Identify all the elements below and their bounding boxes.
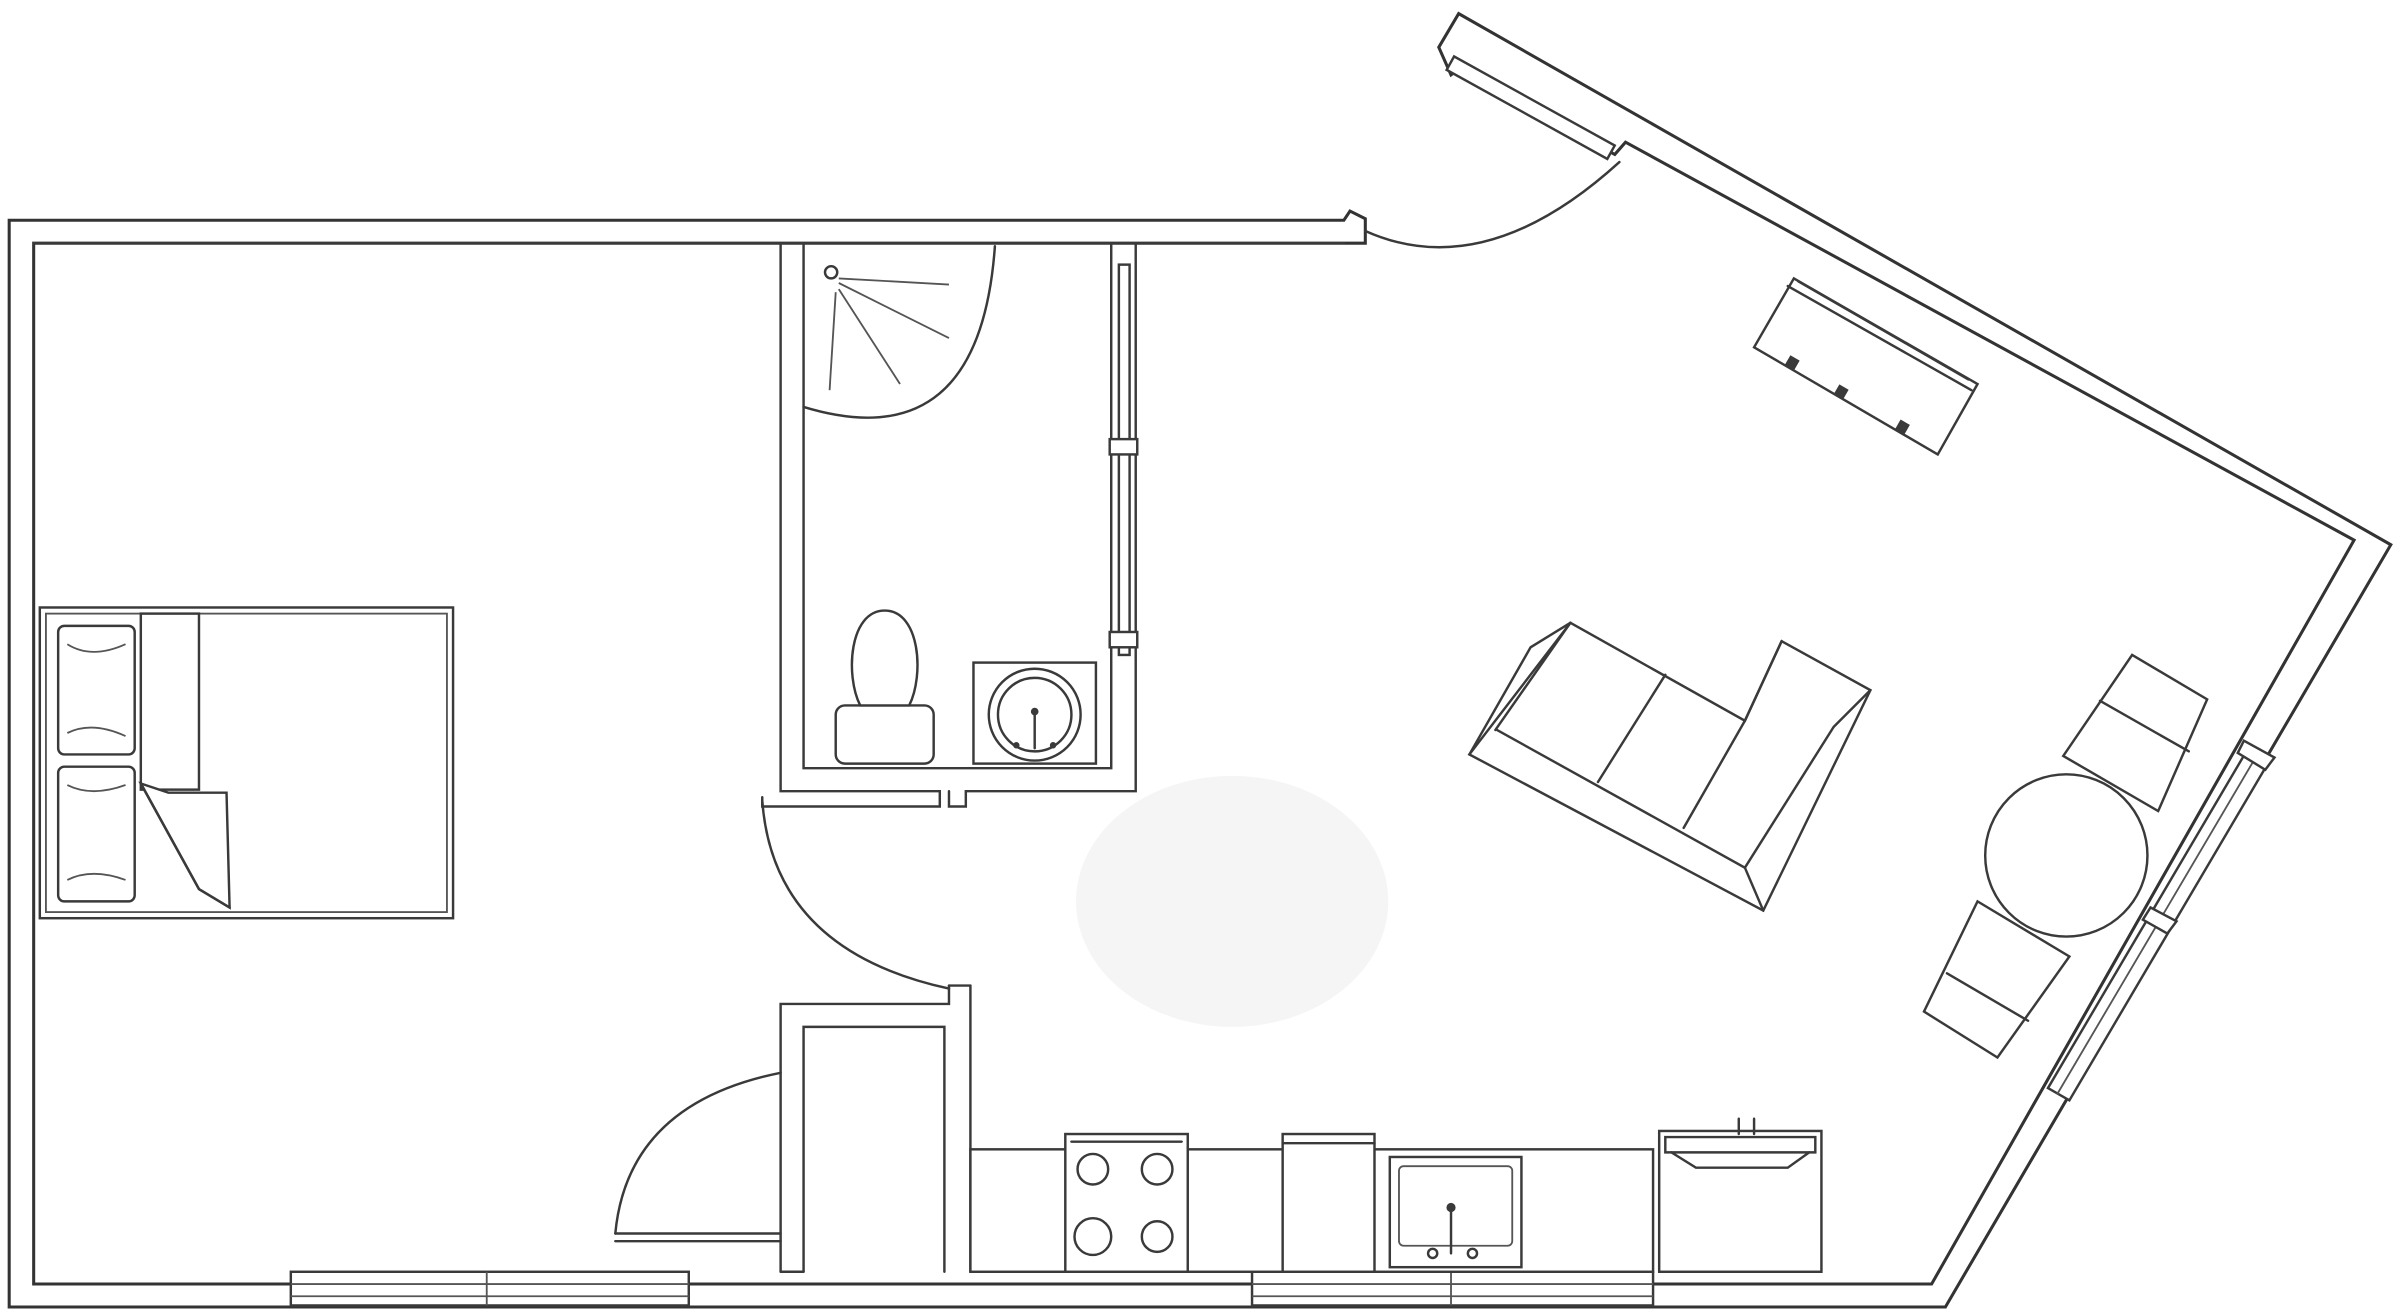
kitchen-sink [1388,1155,1523,1269]
washing-machine [1657,1117,1823,1273]
sofa [1467,621,1873,913]
armchair-bottom [1922,899,2072,1060]
window-kitchen-bottom [1250,1270,1655,1307]
cooker [1064,1132,1189,1273]
double-bed [38,606,455,920]
entrance-door[interactable] [1364,54,1621,249]
dining-table [1983,773,2149,938]
toilet [834,609,935,765]
armchair-top [2061,653,2209,813]
window-living-right [2046,738,2277,1103]
washbasin [972,661,1098,765]
bathroom-door[interactable] [761,799,951,990]
window-bathroom [1108,263,1139,657]
tv-console [1752,276,1980,457]
smudge [1076,775,1389,1027]
window-bedroom-bottom [289,1270,690,1307]
quadrant-shower [802,245,997,419]
fridge [1281,1132,1376,1273]
cupboard-door[interactable] [614,1071,782,1235]
interior-walls [614,241,1137,1273]
